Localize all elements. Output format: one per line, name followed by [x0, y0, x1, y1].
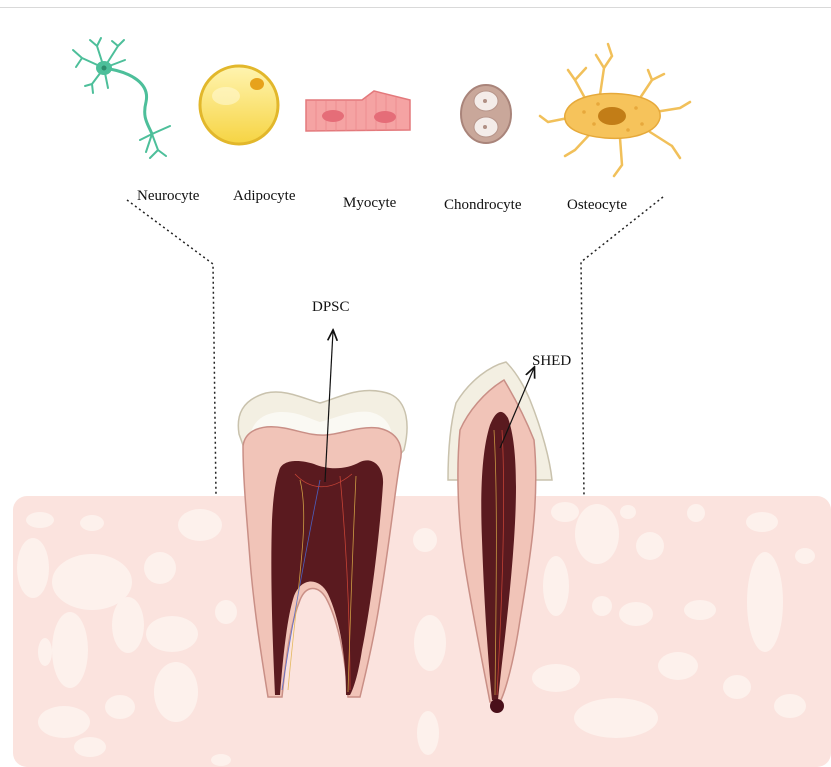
chondrocyte-label: Chondrocyte	[444, 197, 521, 214]
connector-left	[127, 200, 216, 496]
neuron-icon	[73, 38, 170, 158]
connector-right	[581, 197, 663, 496]
muscle-cell-icon	[306, 91, 410, 131]
neurocyte-label: Neurocyte	[137, 188, 199, 205]
bone-cell-icon	[540, 44, 690, 176]
osteocyte-label: Osteocyte	[567, 197, 627, 214]
myocyte-label: Myocyte	[343, 195, 396, 212]
shed-label: SHED	[532, 353, 571, 370]
gum-tissue	[13, 496, 831, 767]
fat-cell-icon	[200, 66, 278, 144]
adipocyte-label: Adipocyte	[233, 188, 295, 205]
cartilage-cell-icon	[461, 85, 511, 143]
dpsc-label: DPSC	[312, 299, 350, 316]
